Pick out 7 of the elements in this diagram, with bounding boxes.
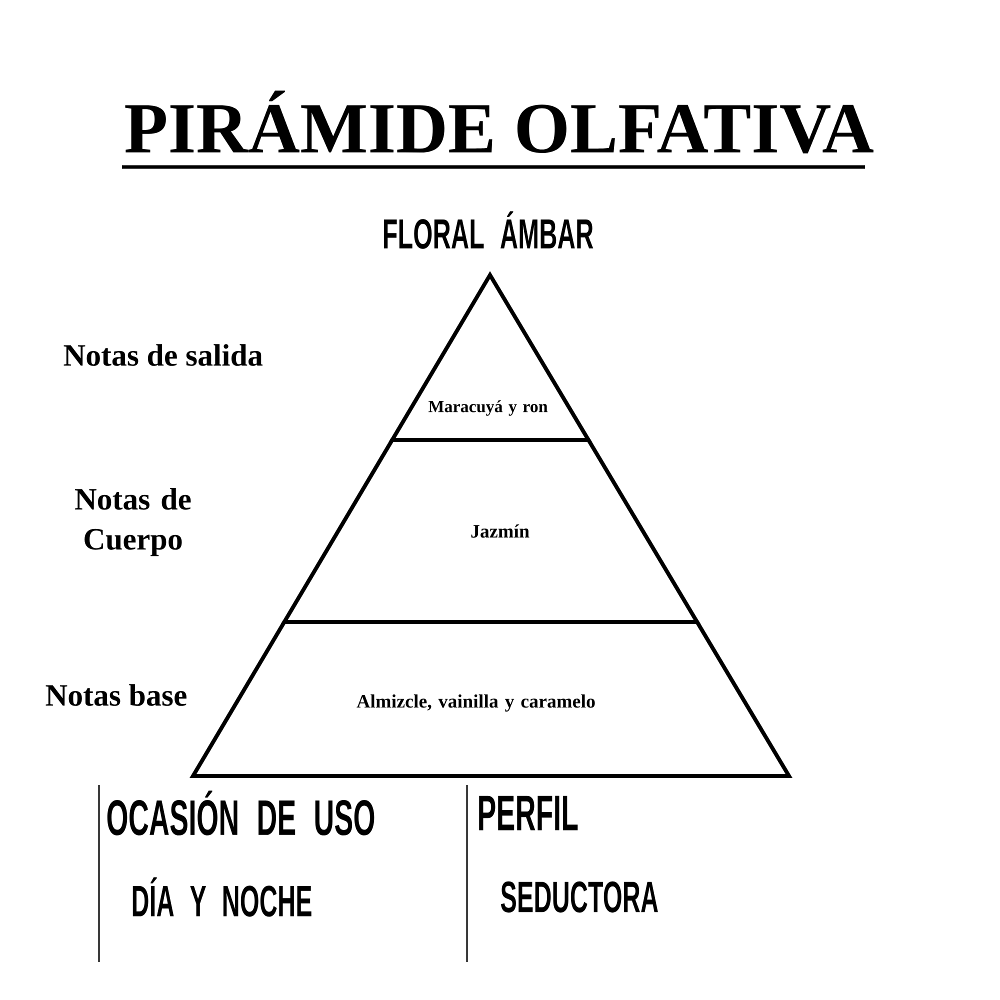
- section-value: SEDUCTORA: [500, 881, 658, 913]
- section-value: DÍA Y NOCHE: [132, 877, 312, 917]
- title: PIRÁMIDE OLFATIVA: [125, 90, 874, 154]
- tier-label: Notas de Cuerpo: [75, 488, 191, 556]
- tier-label: Notas base: [46, 684, 186, 706]
- tier-label: Notas de salida: [64, 344, 263, 366]
- section-heading: OCASIÓN DE USO: [107, 790, 374, 836]
